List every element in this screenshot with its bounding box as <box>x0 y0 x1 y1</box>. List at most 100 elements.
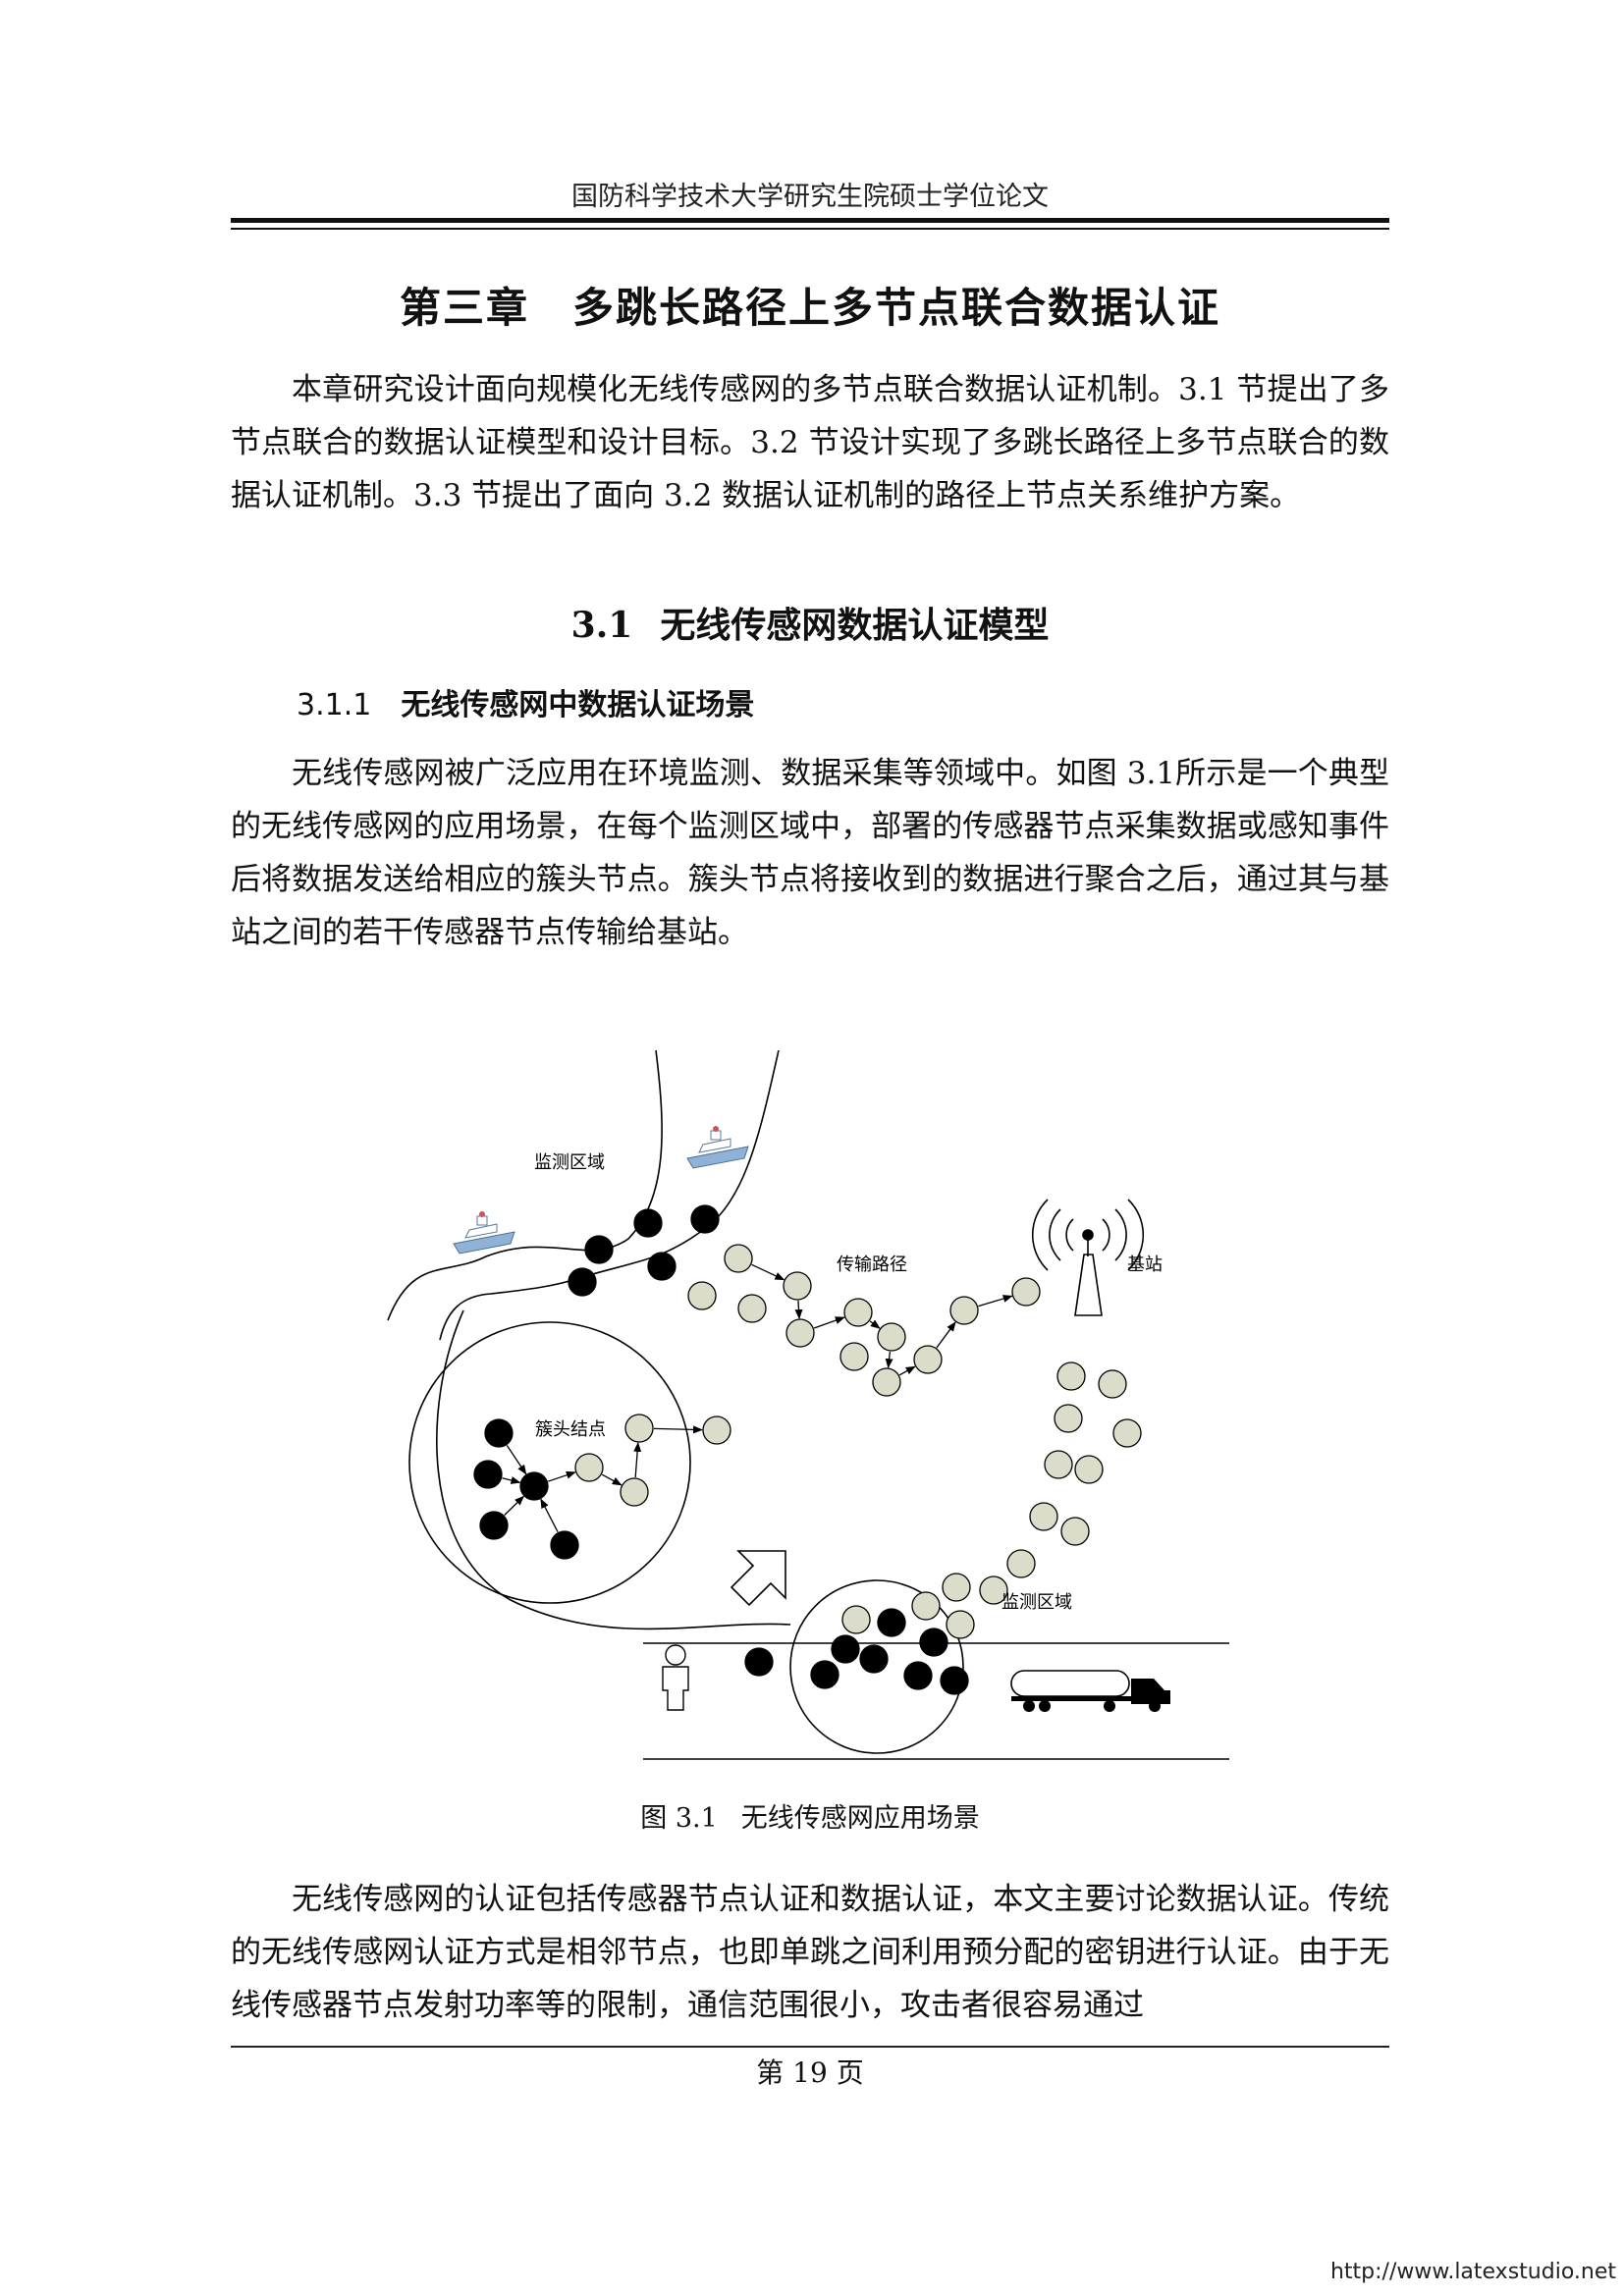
body-paragraph-1: 无线传感网被广泛应用在环境监测、数据采集等领域中。如图 3.1所示是一个典型的无… <box>231 756 1389 950</box>
link-arrow <box>936 1321 956 1349</box>
sensor-node <box>903 1661 933 1690</box>
body-paragraph-2: 无线传感网的认证包括传感器节点认证和数据认证，本文主要讨论数据认证。传统的无线传… <box>231 1882 1389 2023</box>
sensor-node <box>940 1666 969 1695</box>
label-cluster-head: 簇头结点 <box>535 1419 606 1440</box>
link-arrow <box>869 1319 881 1329</box>
subsection-title-text: 无线传感网中数据认证场景 <box>401 688 755 722</box>
sensor-node <box>584 1235 614 1264</box>
relay-node <box>843 1298 873 1327</box>
link-arrow <box>633 1441 642 1478</box>
relay-node <box>724 1244 753 1273</box>
figure-caption-title: 无线传感网应用场景 <box>740 1803 980 1834</box>
relay-node <box>1074 1455 1104 1484</box>
relay-node <box>949 1296 979 1325</box>
coastline-outer <box>439 1049 780 1341</box>
sensor-node <box>550 1530 579 1560</box>
footer-rule <box>231 2046 1389 2048</box>
tanker-truck-icon <box>1010 1670 1170 1712</box>
monitor-zone-circle <box>789 1579 964 1754</box>
label-monitor-area-top: 监测区域 <box>534 1152 605 1173</box>
relay-node <box>1056 1362 1086 1391</box>
relay-node <box>785 1318 815 1348</box>
antenna-tower-icon <box>1031 1199 1145 1316</box>
section-title-text: 无线传感网数据认证模型 <box>660 605 1050 646</box>
link-arrow <box>547 1470 576 1482</box>
sensor-node <box>479 1511 509 1540</box>
header-rule-thin <box>231 228 1389 230</box>
relay-node <box>737 1294 767 1323</box>
link-arrow <box>506 1445 527 1475</box>
sensor-node <box>690 1204 720 1234</box>
label-monitor-area-bottom: 监测区域 <box>1001 1592 1072 1613</box>
relay-node <box>574 1453 604 1482</box>
relay-node <box>877 1322 906 1352</box>
sensor-node <box>568 1267 597 1297</box>
sensor-node <box>647 1252 677 1281</box>
relay-node <box>911 1591 941 1621</box>
person-icon <box>662 1644 689 1711</box>
relay-node <box>1011 1277 1041 1307</box>
relay-node <box>1029 1502 1058 1531</box>
sensor-node <box>633 1208 663 1238</box>
figure-caption-number: 图 3.1 <box>640 1803 718 1834</box>
watermark-url: http://www.latexstudio.net <box>1329 2260 1616 2284</box>
subsection-number: 3.1.1 <box>297 688 372 722</box>
link-arrow <box>813 1316 845 1329</box>
sensor-node <box>877 1608 906 1637</box>
relay-node <box>839 1342 869 1371</box>
relay-node <box>687 1281 717 1310</box>
link-arrow <box>898 1365 916 1376</box>
link-arrow <box>978 1295 1013 1308</box>
relay-node <box>1112 1418 1142 1448</box>
arrow-icon <box>730 1550 786 1607</box>
cluster-zone-arc <box>436 1309 791 1630</box>
relay-node <box>1054 1404 1083 1433</box>
link-arrow <box>504 1495 524 1516</box>
figure-caption: 图 3.1 无线传感网应用场景 <box>231 1796 1389 1835</box>
relay-node <box>702 1415 731 1445</box>
link-arrow <box>885 1351 893 1369</box>
ship-icon <box>453 1211 515 1255</box>
relay-node <box>1044 1450 1073 1479</box>
relay-node <box>1060 1517 1090 1546</box>
sensor-node <box>484 1418 514 1448</box>
sensor-node <box>473 1460 503 1489</box>
ship-icon <box>686 1126 749 1169</box>
label-transmission-path: 传输路径 <box>837 1255 907 1275</box>
header-rule-thick <box>231 218 1389 223</box>
relay-node <box>841 1605 871 1634</box>
relay-node <box>872 1367 901 1397</box>
page-number: 第 19 页 <box>756 2056 864 2089</box>
relay-node <box>942 1573 971 1602</box>
sensor-node <box>919 1628 948 1657</box>
section-number: 3.1 <box>570 605 633 646</box>
sensor-node <box>831 1634 860 1664</box>
chapter-title: 第三章 多跳长路径上多节点联合数据认证 <box>399 284 1220 332</box>
relay-node <box>783 1271 812 1301</box>
link-arrow <box>601 1473 623 1486</box>
link-arrow <box>540 1498 559 1532</box>
link-arrow <box>502 1476 521 1484</box>
link-arrow <box>794 1300 803 1320</box>
relay-node <box>946 1610 975 1639</box>
link-arrow <box>653 1425 704 1434</box>
relay-node <box>913 1345 943 1374</box>
relay-node <box>620 1477 649 1507</box>
relay-node <box>979 1575 1008 1605</box>
subsection-title: 3.1.1 无线传感网中数据认证场景 <box>297 680 754 723</box>
sensor-node <box>744 1647 774 1677</box>
cluster-zoom-circle <box>408 1321 691 1604</box>
coastline-inner <box>387 1049 663 1321</box>
sensor-node <box>519 1471 549 1501</box>
label-base-station: 基站 <box>1127 1255 1163 1275</box>
relay-node <box>624 1414 654 1443</box>
relay-node <box>1006 1549 1036 1578</box>
section-title: 3.1 无线传感网数据认证模型 <box>231 597 1389 648</box>
intro-paragraph: 本章研究设计面向规模化无线传感网的多节点联合数据认证机制。3.1 节提出了多节点… <box>231 372 1389 513</box>
sensor-node <box>859 1644 889 1674</box>
running-head: 国防科学技术大学研究生院硕士学位论文 <box>571 182 1049 212</box>
link-arrow <box>751 1263 785 1281</box>
relay-node <box>1098 1369 1127 1399</box>
sensor-node <box>810 1660 839 1689</box>
